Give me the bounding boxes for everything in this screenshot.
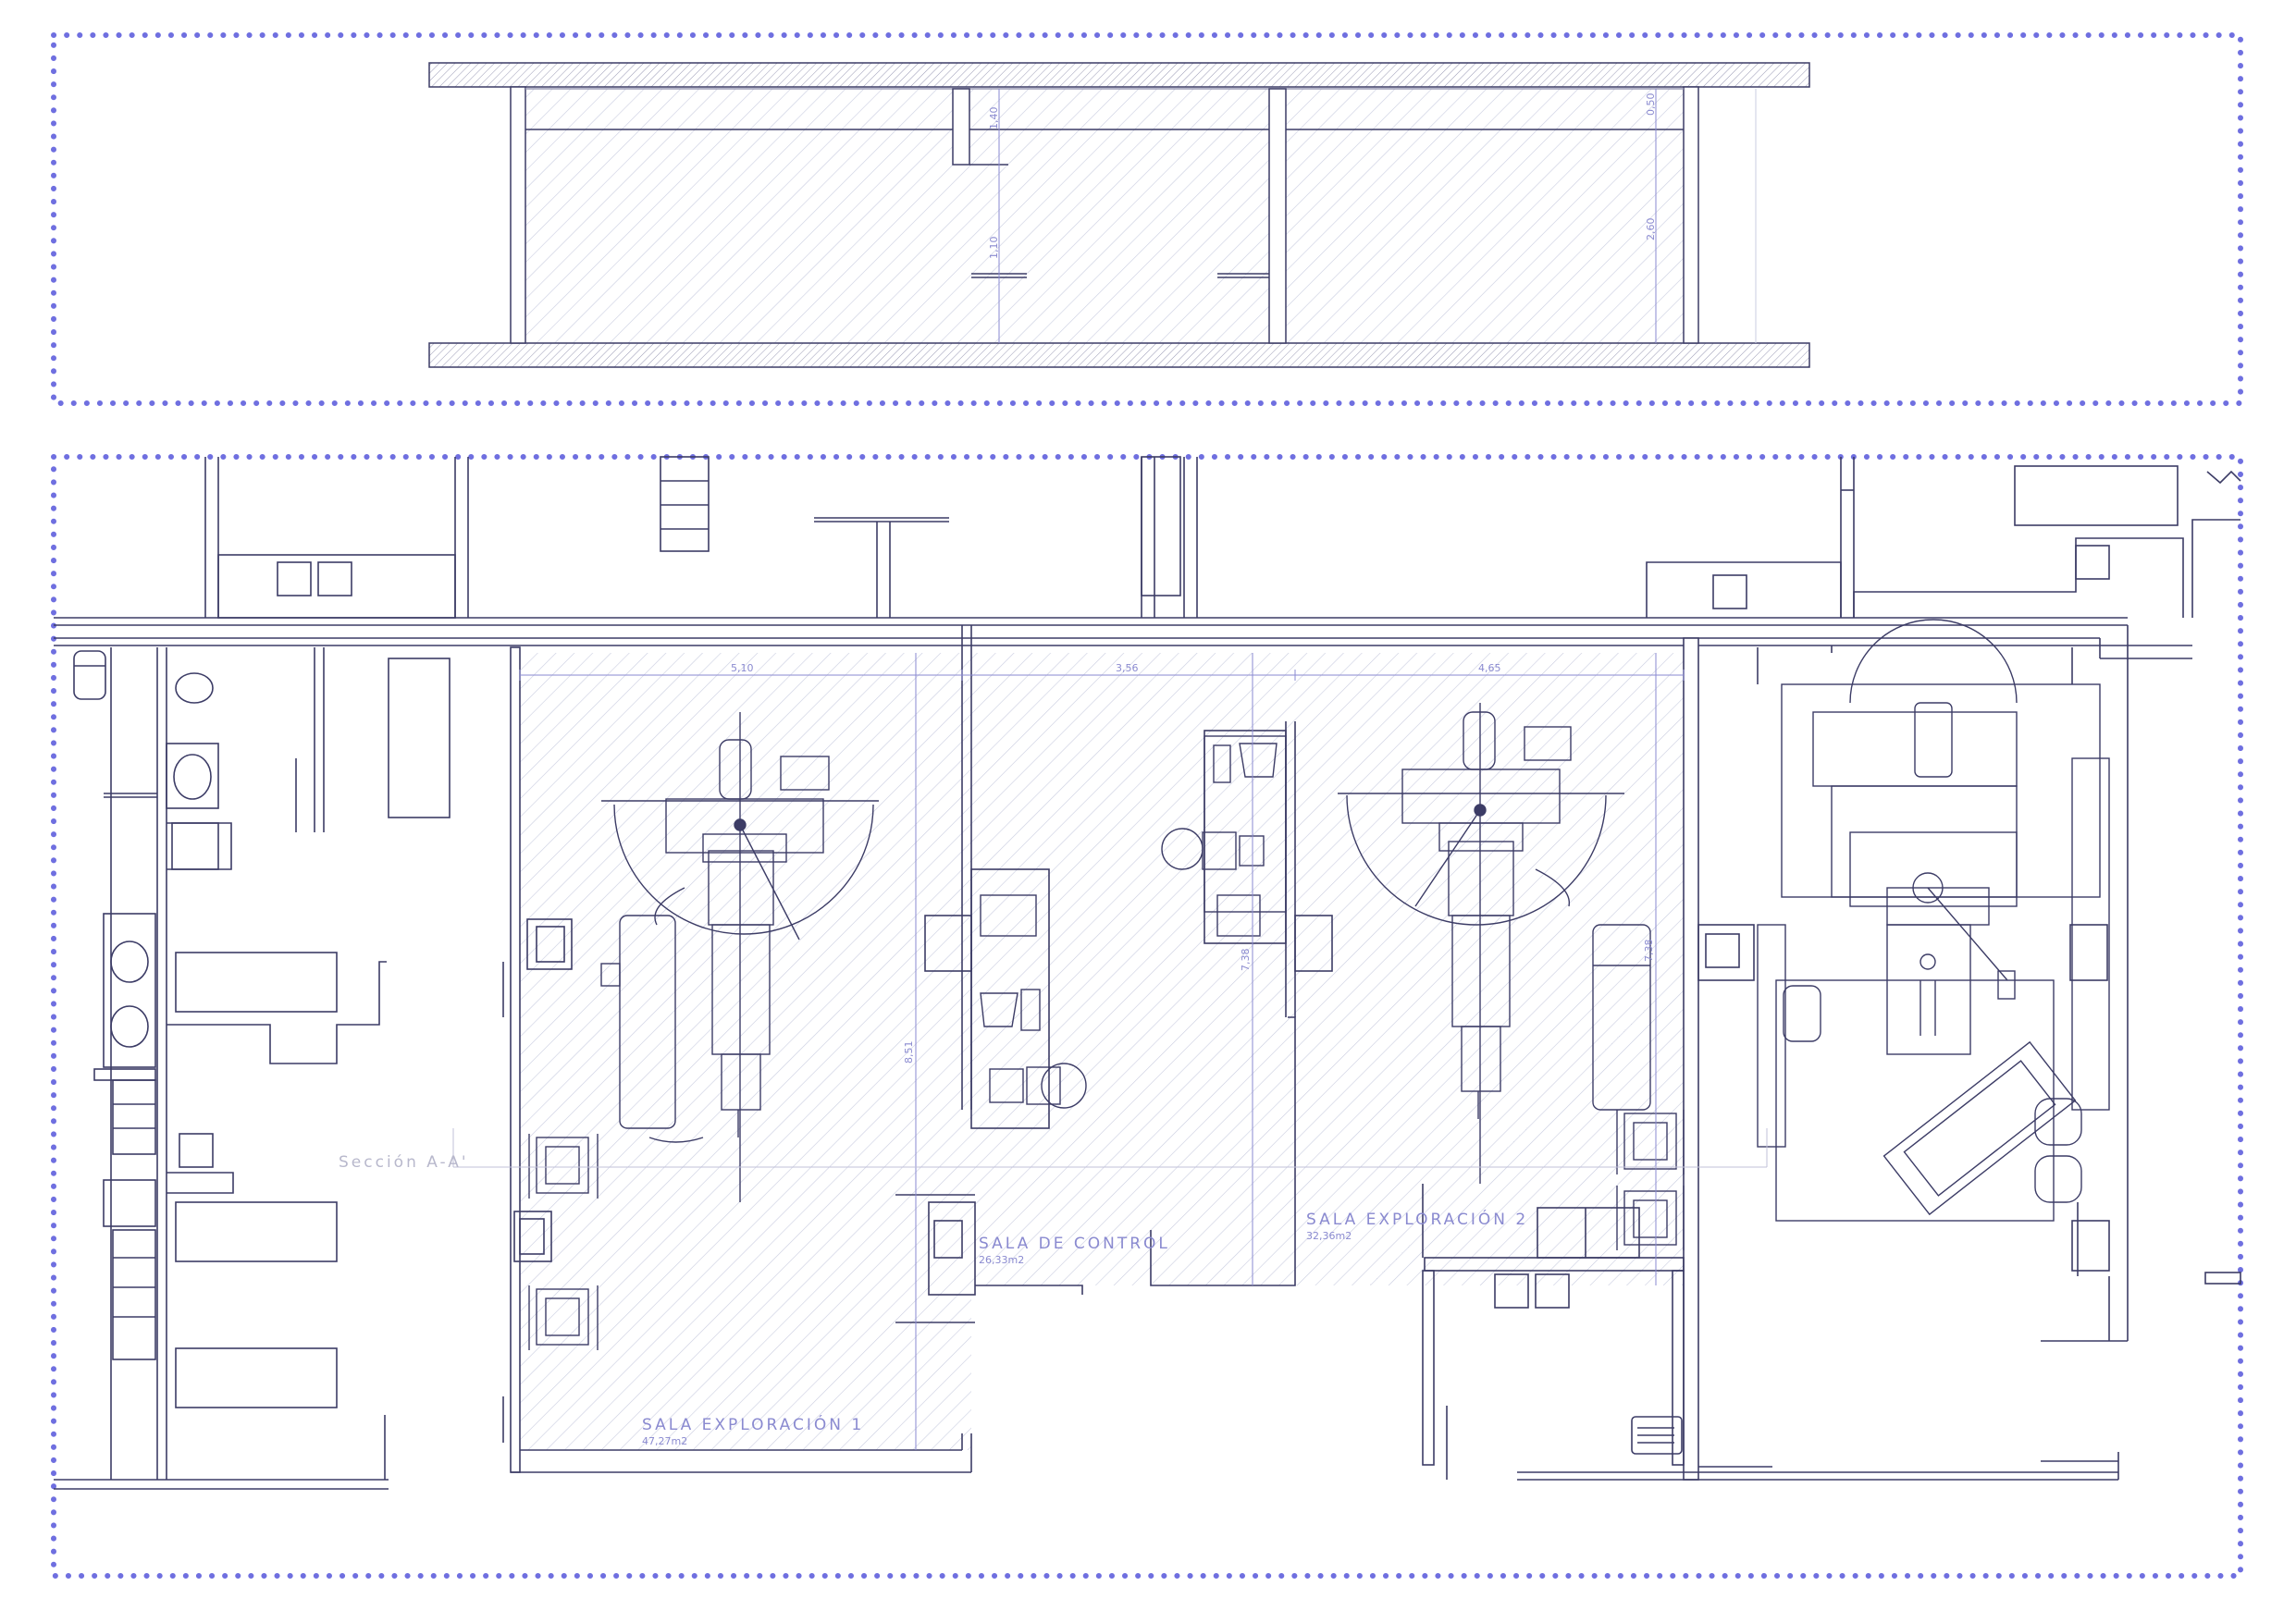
- dim-width-2: 3,56: [1116, 662, 1139, 674]
- dim-depth-3: 7,38: [1643, 940, 1655, 963]
- hatched-rooms: [518, 653, 1684, 1450]
- section-dim-3: 0,50: [1645, 93, 1657, 117]
- xray-equipment-2: [1338, 703, 1651, 1184]
- plan-walls: [54, 456, 2241, 1490]
- xray-equipment-1: [600, 712, 879, 1202]
- section-label: Sección A-A': [339, 1153, 469, 1172]
- dim-depth-2: 7,38: [1240, 949, 1252, 972]
- room-name-sala-exploracion-2: SALA EXPLORACIÓN 2: [1306, 1209, 1528, 1229]
- section-dim-4: 2,60: [1645, 218, 1657, 241]
- chairs: [528, 1110, 1685, 1350]
- dim-width-1: 5,10: [731, 662, 754, 674]
- room-area-sala-exploracion-2: 32,36m2: [1306, 1230, 1352, 1242]
- control-consoles: [980, 735, 1287, 1109]
- room-area-sala-control: 26,33m2: [979, 1254, 1024, 1266]
- room-name-sala-exploracion-1: SALA EXPLORACIÓN 1: [642, 1414, 864, 1434]
- section-frame: [51, 32, 2243, 406]
- dim-depth-1: 8,51: [903, 1041, 915, 1064]
- room-name-sala-control: SALA DE CONTROL: [979, 1235, 1170, 1253]
- section-dim-1: 1,40: [988, 107, 1000, 130]
- dim-width-3: 4,65: [1478, 662, 1501, 674]
- dimension-lines: [452, 653, 1768, 1450]
- section-dim-2: 1,10: [988, 237, 1000, 260]
- section-drawing: [428, 62, 1810, 368]
- xray-equipment-3: [1757, 619, 2110, 1222]
- room-area-sala-exploracion-1: 47,27m2: [642, 1435, 687, 1447]
